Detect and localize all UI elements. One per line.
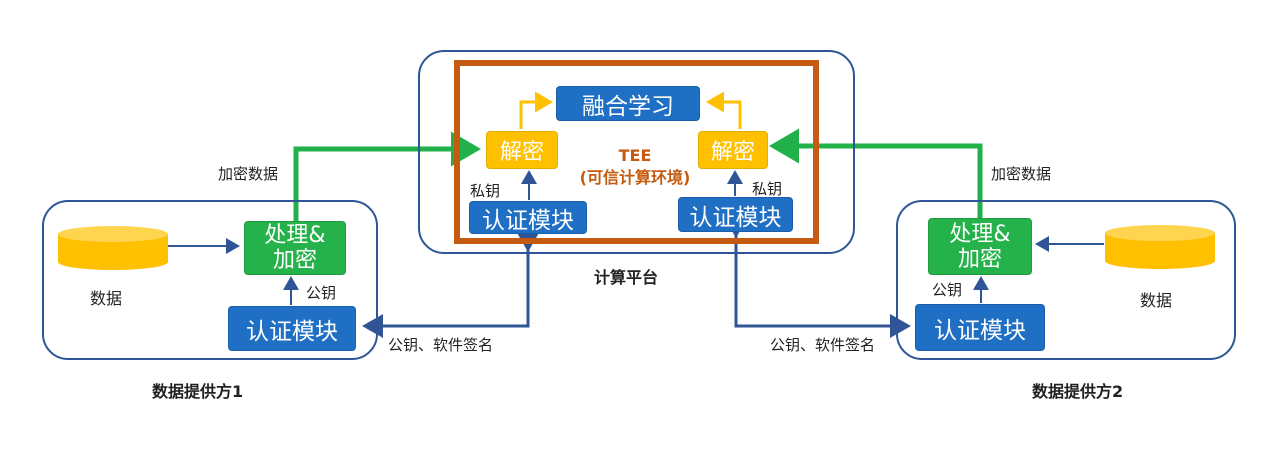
provider2-caption: 数据提供方2	[1032, 382, 1124, 401]
process-encrypt-box-provider2: 处理& 加密	[928, 218, 1032, 275]
process-label-line1: 处理&	[949, 221, 1011, 247]
encrypted-data-label-provider2: 加密数据	[991, 165, 1052, 183]
tee-title: TEE	[618, 146, 652, 165]
computing-platform-caption: 计算平台	[594, 268, 659, 287]
encrypted-data-label-provider1: 加密数据	[218, 165, 279, 183]
tee-subtitle: (可信计算环境)	[579, 168, 691, 187]
database-icon-provider1	[58, 226, 168, 270]
decrypt-box-left: 解密	[486, 131, 558, 169]
encrypted-data-arrow-left	[293, 131, 481, 221]
auth-module-platform-right: 认证模块	[678, 197, 793, 232]
fusion-learning-box: 融合学习	[556, 86, 700, 121]
private-key-label-left: 私钥	[470, 182, 501, 200]
decrypt-to-fusion-arrow-right	[706, 91, 742, 129]
auth-module-platform-left: 认证模块	[469, 201, 587, 234]
auth-module-provider1: 认证模块	[228, 306, 356, 351]
computing-platform-frame	[418, 50, 855, 254]
private-key-label-right: 私钥	[752, 180, 783, 198]
key-signature-label-provider2: 公钥、软件签名	[770, 336, 876, 354]
data-label-provider1: 数据	[90, 289, 123, 308]
public-key-label-provider2: 公钥	[932, 281, 963, 299]
data-label-provider2: 数据	[1140, 291, 1173, 310]
encrypted-data-arrow-right	[769, 128, 983, 221]
process-label-line1: 处理&	[264, 223, 326, 248]
public-key-label-provider1: 公钥	[306, 284, 337, 302]
provider1-frame	[42, 200, 378, 360]
decrypt-box-right: 解密	[698, 131, 768, 169]
key-signature-link-right	[724, 217, 911, 338]
provider1-caption: 数据提供方1	[152, 382, 244, 401]
key-signature-link-left	[362, 231, 540, 338]
process-label-line2: 加密	[957, 246, 1002, 272]
database-icon-provider2	[1105, 225, 1215, 269]
process-label-line2: 加密	[272, 248, 317, 273]
process-encrypt-box-provider1: 处理& 加密	[244, 221, 346, 275]
auth-module-provider2: 认证模块	[915, 304, 1045, 351]
provider2-frame	[896, 200, 1236, 360]
key-signature-label-provider1: 公钥、软件签名	[388, 336, 494, 354]
decrypt-to-fusion-arrow-left	[519, 91, 553, 129]
tee-label: TEE (可信计算环境)	[560, 145, 710, 189]
tee-boundary	[454, 60, 819, 244]
